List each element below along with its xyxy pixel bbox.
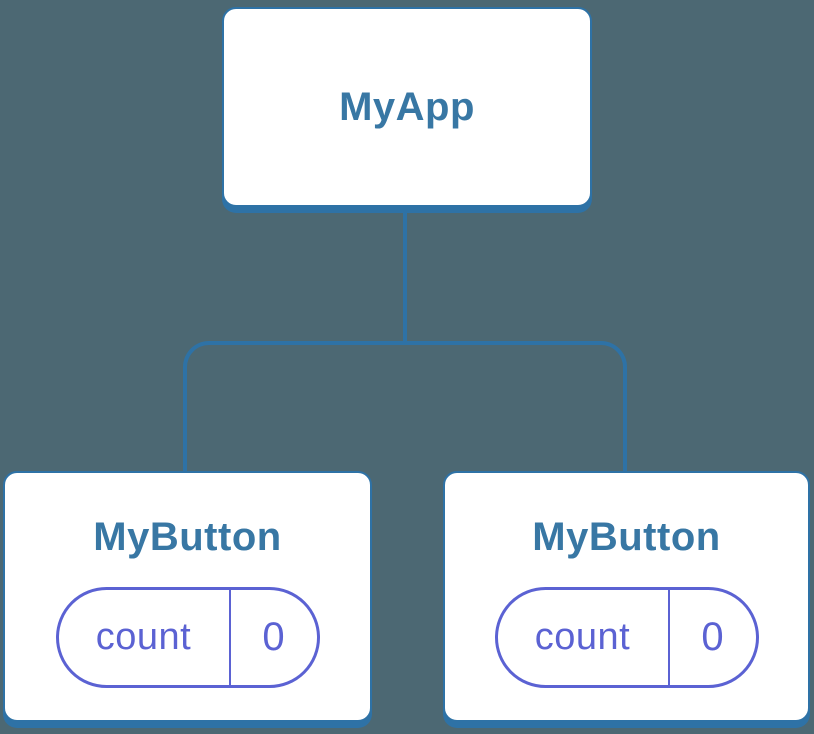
state-key-label: count (95, 616, 192, 658)
state-pill: count 0 (55, 587, 320, 688)
connector-stem (403, 212, 407, 343)
state-pill: count 0 (494, 587, 759, 688)
state-value: 0 (228, 590, 317, 685)
component-label: MyButton (93, 515, 282, 559)
component-node-child-right: MyButton count 0 (443, 471, 810, 722)
component-label: MyApp (339, 85, 475, 129)
connector-bracket (183, 341, 627, 472)
state-key-label: count (534, 616, 631, 658)
state-value: 0 (667, 590, 756, 685)
component-label: MyButton (532, 515, 721, 559)
component-node-root: MyApp (222, 7, 592, 207)
component-node-child-left: MyButton count 0 (3, 471, 372, 722)
